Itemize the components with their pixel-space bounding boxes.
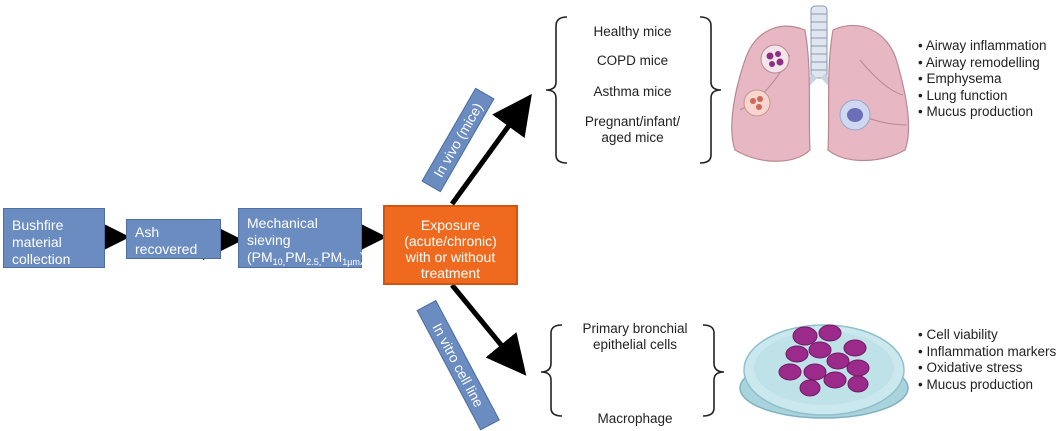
bushfire-line-3: collection	[12, 251, 71, 267]
sieving-line-1: Mechanical	[247, 215, 318, 231]
outcome-item: • Airway remodelling	[918, 54, 1040, 70]
in-vivo-outcomes: • Airway inflammation • Airway remodelli…	[918, 38, 1047, 121]
model-pregnant-line-2: aged mice	[601, 130, 664, 145]
outcome-item: • Cell viability	[918, 327, 998, 342]
exposure-box: Exposure (acute/chronic) with or without…	[383, 205, 518, 285]
outcome-item: • Inflammation markers	[918, 343, 1057, 359]
cell-macrophage: Macrophage	[597, 411, 673, 426]
lungs-illustration	[731, 5, 910, 162]
arrow-in-vitro	[450, 283, 527, 376]
model-healthy: Healthy mice	[593, 24, 672, 39]
outcome-item: • Emphysema	[918, 71, 1002, 86]
outcome-item: • Oxidative stress	[918, 360, 1023, 375]
exposure-line-2: (acute/chronic)	[404, 233, 497, 249]
outcome-item: • Lung function	[918, 87, 1008, 103]
bracket-right-bottom	[702, 324, 725, 417]
bushfire-line-1: Bushfire	[12, 217, 64, 233]
bracket-left-top	[545, 16, 568, 164]
bracket-right-top	[699, 16, 722, 164]
bushfire-material-box: Bushfire material collection	[3, 208, 105, 268]
model-pregnant-line-1: Pregnant/infant/	[584, 114, 681, 129]
exposure-line-1: Exposure	[420, 217, 481, 233]
ash-recovered-box: Ash recovered	[126, 219, 221, 259]
petri-dish-illustration	[739, 324, 909, 419]
sieving-pm-line: (PM10,PM2.5,PM1µm)	[247, 249, 365, 267]
outcome-item: • Airway inflammation	[918, 38, 1047, 53]
model-copd: COPD mice	[596, 53, 669, 68]
cell-bronchial-line-2: epithelial cells	[592, 337, 678, 352]
arrow-in-vivo	[449, 93, 532, 206]
outcome-item: • Mucus production	[918, 376, 1034, 392]
ash-line-1: Ash	[135, 224, 160, 240]
outcome-item: • Mucus production	[918, 104, 1034, 119]
exposure-line-3: with or without	[405, 249, 496, 265]
model-asthma: Asthma mice	[593, 84, 672, 99]
sieving-line-2: sieving	[247, 232, 291, 248]
in-vitro-outcomes: • Cell viability • Inflammation markers …	[918, 327, 1056, 393]
cell-bronchial-line-1: Primary bronchial	[582, 321, 688, 336]
bracket-left-bottom	[540, 324, 563, 417]
mechanical-sieving-box: Mechanical sieving (PM10,PM2.5,PM1µm)	[238, 208, 365, 268]
bushfire-line-2: material	[12, 234, 62, 250]
ash-line-2: recovered	[135, 241, 198, 257]
exposure-line-4: treatment	[420, 265, 481, 281]
